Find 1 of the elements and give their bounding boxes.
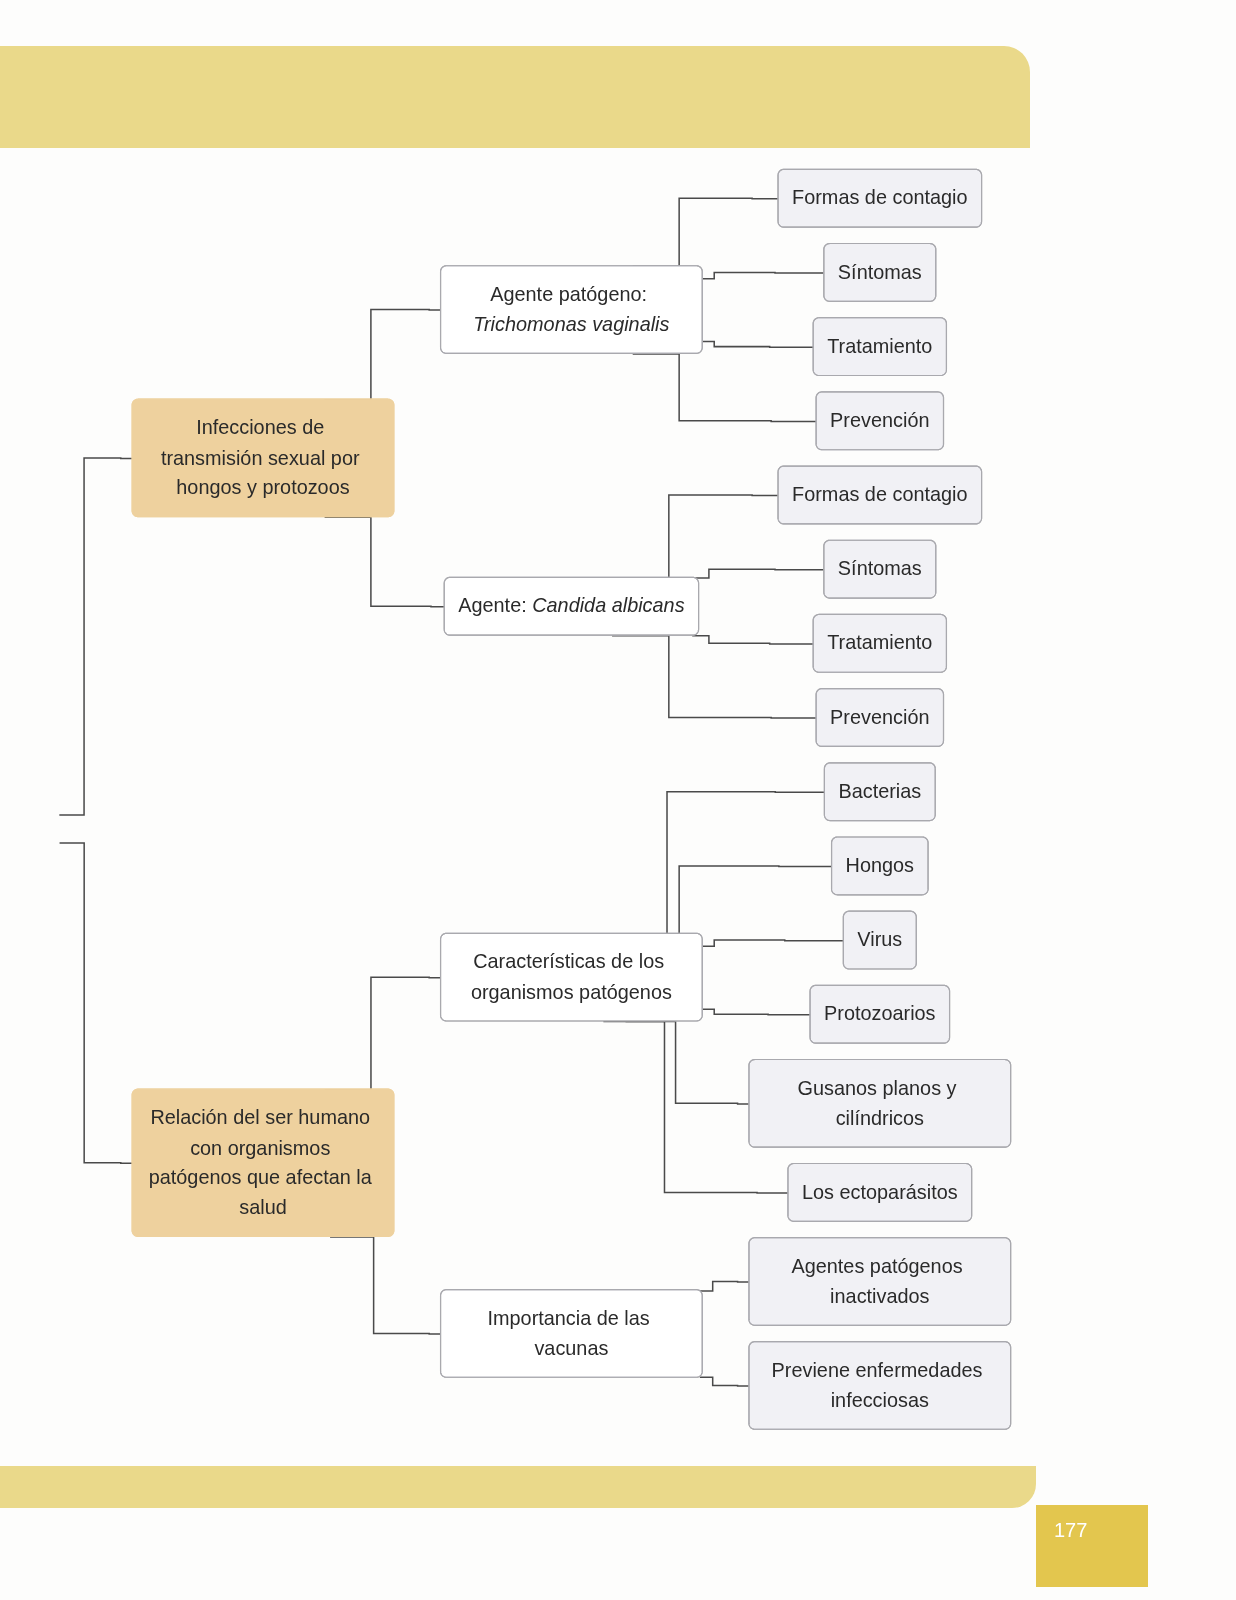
- page-number: 177: [1036, 1505, 1148, 1587]
